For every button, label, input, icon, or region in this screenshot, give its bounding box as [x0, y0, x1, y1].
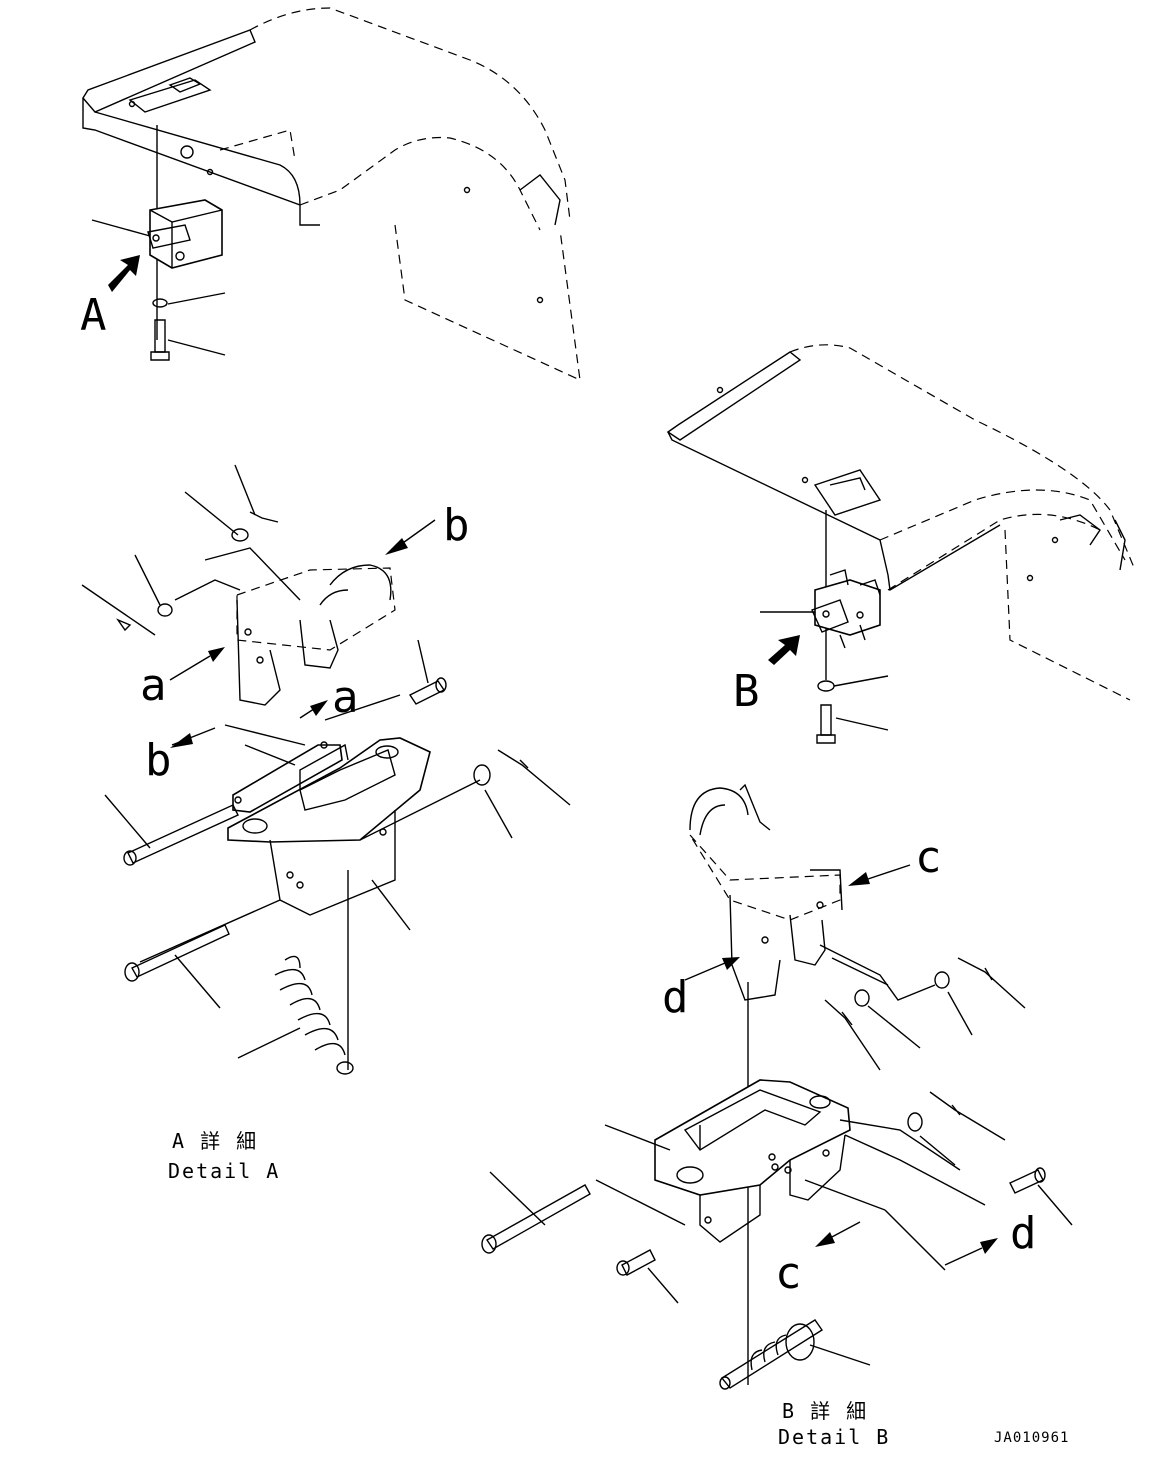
- detail-b-label-c2: c: [775, 1248, 802, 1299]
- detail-a-assembly: [81, 464, 571, 1075]
- detail-a-label-a2: a: [332, 672, 359, 723]
- detail-a-title-jp: A 詳 細: [172, 1129, 258, 1153]
- detail-b-assembly: [481, 783, 1073, 1390]
- detail-a-label-b1: b: [443, 500, 470, 551]
- detail-a-label-a1: a: [140, 660, 167, 711]
- view-label-b: B: [733, 666, 760, 717]
- detail-b-title-jp: B 詳 細: [782, 1399, 868, 1423]
- view-arrow-a-icon: [108, 255, 140, 292]
- detail-b-label-d1: d: [662, 972, 689, 1023]
- detail-b-label-c1: c: [915, 832, 942, 883]
- module-b: [760, 510, 889, 744]
- fender-assembly-b: [666, 344, 1136, 701]
- detail-a-title-en: Detail A: [168, 1159, 280, 1183]
- drawing-code: JA010961: [994, 1430, 1069, 1446]
- fender-assembly-a: [82, 7, 581, 381]
- view-label-a: A: [80, 290, 107, 341]
- module-a: [91, 125, 226, 361]
- detail-a-label-b2: b: [145, 735, 172, 786]
- detail-b-label-d2: d: [1010, 1208, 1037, 1259]
- view-arrow-b-icon: [768, 635, 800, 665]
- detail-b-title-en: Detail B: [778, 1425, 890, 1449]
